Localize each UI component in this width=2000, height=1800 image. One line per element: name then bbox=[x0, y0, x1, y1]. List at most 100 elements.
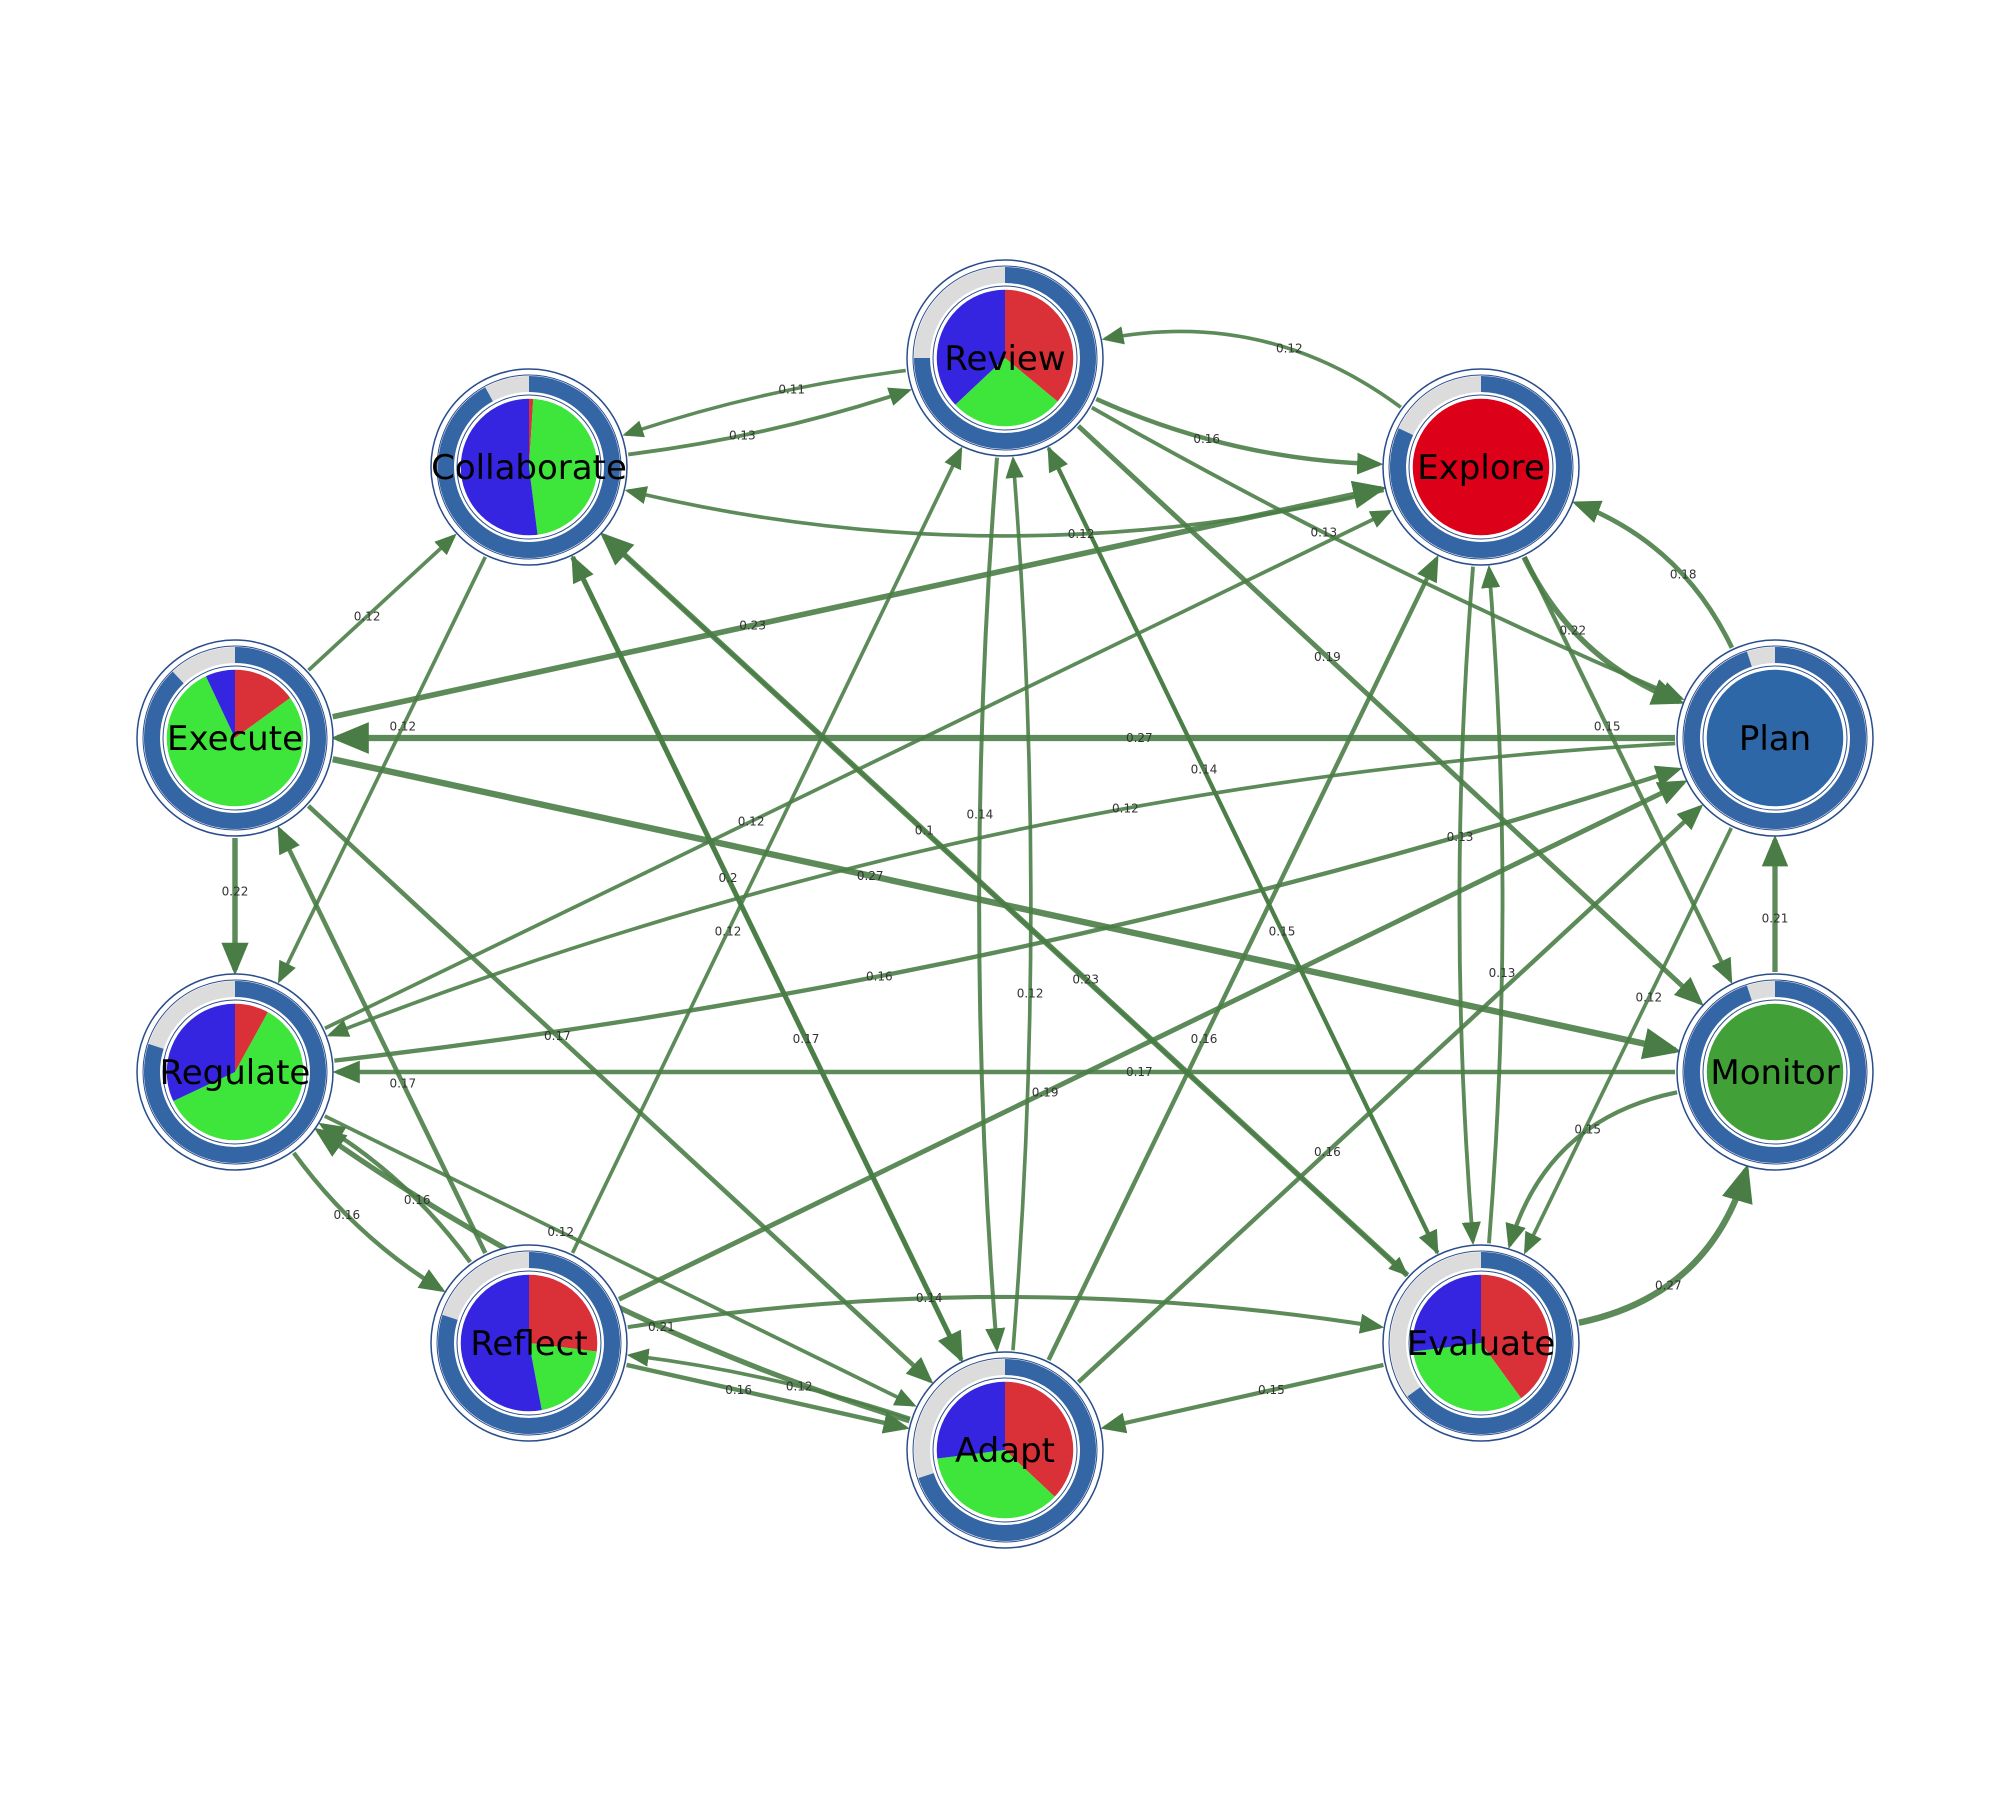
node-pie-border bbox=[165, 668, 305, 808]
edge-adapt-to-reflect-label: 0.12 bbox=[786, 1379, 813, 1393]
pie-slice-red bbox=[1005, 1381, 1074, 1498]
edge-evaluate-to-explore-label: 0.13 bbox=[1489, 966, 1516, 980]
edge-review-to-monitor bbox=[1076, 424, 1704, 1006]
node-ring-fill bbox=[914, 267, 1096, 449]
node-ring-inner-border bbox=[162, 665, 308, 811]
pie-slice-green bbox=[529, 1343, 598, 1411]
edge-execute-to-monitor-label: 0.27 bbox=[857, 869, 884, 883]
edge-monitor-to-regulate-label: 0.17 bbox=[1126, 1065, 1153, 1079]
pie-slice-red bbox=[529, 398, 534, 467]
edge-collaborate-to-adapt-label: 0.2 bbox=[718, 871, 737, 885]
edge-review-to-monitor-label: 0.19 bbox=[1314, 650, 1341, 664]
edge-evaluate-to-monitor bbox=[1578, 1163, 1753, 1326]
node-ring-inner-border bbox=[932, 285, 1078, 431]
pie-slice-green bbox=[166, 675, 305, 808]
edge-execute-to-adapt-label: 0.17 bbox=[544, 1029, 571, 1043]
edge-explore-to-monitor-label: 0.15 bbox=[1594, 720, 1621, 734]
node-ring-fill bbox=[144, 647, 326, 829]
edge-review-to-explore bbox=[1095, 397, 1384, 475]
node-adapt[interactable]: Adapt bbox=[906, 1351, 1104, 1549]
edge-reflect-to-execute bbox=[277, 825, 488, 1255]
node-ring-inner-border bbox=[1408, 1270, 1554, 1416]
pie-slice-blue bbox=[460, 398, 538, 536]
node-ring-border bbox=[436, 1250, 622, 1436]
edge-collaborate-to-review-label: 0.13 bbox=[729, 429, 756, 443]
node-ring-fill bbox=[1684, 981, 1866, 1163]
pie-slice-red bbox=[235, 669, 291, 738]
node-pie-border bbox=[459, 397, 599, 537]
node-regulate[interactable]: Regulate bbox=[136, 973, 334, 1171]
edge-adapt-to-reflect bbox=[626, 1348, 911, 1421]
edge-regulate-to-adapt bbox=[323, 1114, 917, 1407]
node-pie-border bbox=[165, 1002, 305, 1142]
node-fill bbox=[1706, 669, 1844, 807]
edge-collaborate-to-regulate-label: 0.12 bbox=[389, 720, 416, 734]
pie-slice-red bbox=[235, 1003, 269, 1072]
edge-explore-to-evaluate bbox=[1457, 566, 1481, 1246]
pie-slice-green bbox=[936, 1450, 1056, 1519]
node-explore[interactable]: Explore bbox=[1382, 368, 1580, 566]
edge-evaluate-to-adapt-label: 0.15 bbox=[1258, 1383, 1285, 1397]
edge-review-to-collaborate bbox=[622, 368, 907, 438]
node-reflect[interactable]: Reflect bbox=[430, 1244, 628, 1442]
node-collaborate[interactable]: Collaborate bbox=[430, 368, 628, 566]
pie-slice-blue bbox=[935, 289, 1005, 406]
node-ring-inner-border bbox=[162, 999, 308, 1145]
node-evaluate[interactable]: Evaluate bbox=[1382, 1244, 1580, 1442]
edge-plan-to-regulate bbox=[326, 741, 1676, 1037]
pie-slice-blue bbox=[936, 1381, 1005, 1459]
edge-reflect-to-regulate bbox=[318, 1122, 472, 1264]
node-label-execute: Execute bbox=[167, 719, 303, 759]
edge-adapt-to-review-label: 0.12 bbox=[1017, 987, 1044, 1001]
edge-plan-to-explore-label: 0.18 bbox=[1670, 568, 1697, 582]
edges-layer bbox=[221, 326, 1789, 1434]
edge-adapt-to-collaborate-label: 0.17 bbox=[793, 1032, 820, 1046]
edge-regulate-to-adapt-label: 0.12 bbox=[547, 1225, 574, 1239]
edge-collaborate-to-regulate bbox=[277, 556, 487, 984]
node-review[interactable]: Review bbox=[906, 259, 1104, 457]
edge-reflect-to-evaluate bbox=[627, 1294, 1385, 1334]
edge-monitor-to-evaluate bbox=[1505, 1090, 1678, 1250]
node-ring-fill bbox=[1390, 376, 1572, 558]
node-ring-fill bbox=[438, 376, 620, 558]
node-pie-border bbox=[935, 288, 1075, 428]
edge-adapt-to-plan-label: 0.16 bbox=[1314, 1145, 1341, 1159]
edge-reflect-to-evaluate-label: 0.14 bbox=[916, 1291, 943, 1305]
edge-plan-to-execute-label: 0.27 bbox=[1126, 731, 1153, 745]
node-ring-fill bbox=[1407, 1252, 1572, 1434]
edge-reflect-to-review bbox=[570, 446, 963, 1254]
edge-evaluate-to-collaborate bbox=[599, 532, 1410, 1278]
edge-reflect-to-adapt bbox=[626, 1362, 910, 1434]
pie-slice-blue bbox=[166, 1003, 235, 1102]
edge-execute-to-regulate-label: 0.22 bbox=[222, 884, 249, 898]
edge-execute-to-explore bbox=[332, 480, 1387, 720]
edge-explore-to-plan-label: 0.22 bbox=[1559, 623, 1586, 637]
node-pie-border bbox=[1705, 668, 1845, 808]
edge-regulate-to-explore-label: 0.12 bbox=[738, 814, 765, 828]
edge-reflect-to-review-label: 0.12 bbox=[715, 924, 742, 938]
edge-regulate-to-plan-label: 0.16 bbox=[866, 969, 893, 983]
node-ring-border bbox=[142, 979, 328, 1165]
node-ring-inner-border bbox=[1408, 394, 1554, 540]
pie-slice-green bbox=[1412, 1343, 1522, 1412]
edge-adapt-to-review bbox=[1005, 456, 1033, 1351]
node-ring-border bbox=[1682, 979, 1868, 1165]
node-label-plan: Plan bbox=[1739, 719, 1811, 759]
node-label-regulate: Regulate bbox=[160, 1053, 311, 1093]
pie-slice-green bbox=[172, 1011, 304, 1142]
pie-slice-blue bbox=[205, 669, 235, 738]
node-ring-border bbox=[436, 374, 622, 560]
node-plan[interactable]: Plan bbox=[1676, 639, 1874, 837]
edge-reflect-to-execute-label: 0.17 bbox=[389, 1076, 416, 1090]
node-ring-inner-border bbox=[456, 1270, 602, 1416]
edge-collaborate-to-evaluate-label: 0.1 bbox=[915, 824, 934, 838]
edge-labels-layer: 0.13 0.11 0.12 0.16 0.12 0.22 0.18 0.13 0.27 0.27… bbox=[222, 342, 1789, 1397]
node-execute[interactable]: Execute bbox=[136, 639, 334, 837]
edge-evaluate-to-review bbox=[1047, 446, 1440, 1254]
node-fill bbox=[1706, 1003, 1844, 1141]
node-monitor[interactable]: Monitor bbox=[1676, 973, 1874, 1171]
edge-explore-to-plan bbox=[1521, 556, 1685, 705]
edge-review-to-collaborate-label: 0.11 bbox=[778, 383, 805, 397]
edge-regulate-to-reflect-label: 0.16 bbox=[333, 1208, 360, 1222]
node-ring-border bbox=[142, 645, 328, 831]
